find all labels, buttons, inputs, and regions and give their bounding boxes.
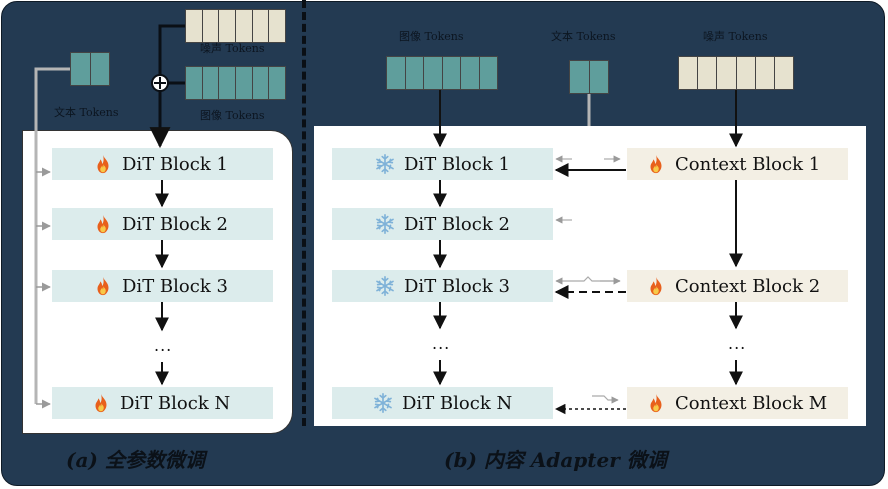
dit-block-b-n: DiT Block N bbox=[332, 387, 553, 419]
image-tokens-a bbox=[185, 66, 286, 100]
panel-divider bbox=[302, 0, 306, 426]
token-cell bbox=[424, 57, 443, 89]
context-block-label: Context Block 2 bbox=[675, 275, 821, 297]
image-tokens-b bbox=[386, 56, 498, 90]
noise-tokens-b bbox=[678, 56, 794, 90]
image-tokens-b-label: 图像 Tokens bbox=[399, 30, 464, 43]
dit-block-a-1: DiT Block 1 bbox=[52, 148, 273, 180]
caption-a: (a) 全参数微调 bbox=[66, 448, 205, 472]
token-cell bbox=[219, 10, 237, 42]
text-hint-m bbox=[592, 395, 619, 404]
token-cell bbox=[236, 67, 253, 99]
token-cell bbox=[570, 61, 590, 93]
token-cell bbox=[756, 57, 775, 89]
noise-tokens-a bbox=[185, 9, 286, 43]
token-cell bbox=[406, 57, 424, 89]
snowflake-icon bbox=[372, 392, 394, 414]
context-block-1: Context Block 1 bbox=[627, 148, 848, 180]
text-tokens-a bbox=[70, 52, 110, 86]
dit-block-b-1: DiT Block 1 bbox=[332, 148, 553, 180]
noise-to-merge-line bbox=[158, 24, 185, 76]
text-tokens-b bbox=[569, 60, 609, 94]
dit-block-label: DiT Block 2 bbox=[122, 213, 228, 235]
token-cell bbox=[387, 57, 406, 89]
token-cell bbox=[71, 53, 91, 85]
dit-block-a-2: DiT Block 2 bbox=[52, 208, 273, 240]
caption-b: (b) 内容 Adapter 微调 bbox=[444, 448, 667, 472]
fire-icon bbox=[645, 153, 667, 175]
dit-block-label: DiT Block 1 bbox=[404, 153, 510, 175]
context-block-label: Context Block M bbox=[675, 392, 828, 414]
text-tokens-b-label: 文本 Tokens bbox=[551, 30, 616, 43]
ellipsis-b-dit: ... bbox=[432, 334, 451, 353]
dit-block-label: DiT Block N bbox=[120, 392, 231, 414]
ellipsis-a: ... bbox=[154, 336, 173, 355]
context-block-2: Context Block 2 bbox=[627, 270, 848, 302]
token-cell bbox=[461, 57, 480, 89]
noise-tokens-a-label: 噪声 Tokens bbox=[200, 42, 265, 55]
dit-block-b-3: DiT Block 3 bbox=[332, 270, 553, 302]
token-cell bbox=[186, 10, 203, 42]
token-cell bbox=[253, 67, 270, 99]
fire-icon bbox=[645, 392, 667, 414]
snowflake-icon bbox=[374, 275, 396, 297]
token-cell bbox=[236, 10, 253, 42]
noise-tokens-b-label: 噪声 Tokens bbox=[703, 30, 768, 43]
token-cell bbox=[737, 57, 756, 89]
snowflake-icon bbox=[374, 153, 396, 175]
ellipsis-b-ctx: ... bbox=[728, 334, 747, 353]
fire-icon bbox=[92, 213, 114, 235]
dit-block-label: DiT Block 2 bbox=[404, 213, 510, 235]
fire-icon bbox=[92, 275, 114, 297]
fire-icon bbox=[92, 153, 114, 175]
context-block-label: Context Block 1 bbox=[675, 153, 821, 175]
token-cell bbox=[443, 57, 461, 89]
dit-block-label: DiT Block 3 bbox=[404, 275, 510, 297]
token-cell bbox=[186, 67, 203, 99]
context-block-m: Context Block M bbox=[627, 387, 848, 419]
dit-block-label: DiT Block 3 bbox=[122, 275, 228, 297]
dit-block-a-n: DiT Block N bbox=[52, 387, 273, 419]
token-cell bbox=[717, 57, 737, 89]
fire-icon bbox=[645, 275, 667, 297]
dit-block-label: DiT Block 1 bbox=[122, 153, 228, 175]
token-cell bbox=[698, 57, 718, 89]
token-cell bbox=[219, 67, 237, 99]
text-tokens-a-label: 文本 Tokens bbox=[54, 106, 119, 119]
token-cell bbox=[679, 57, 699, 89]
snowflake-icon bbox=[374, 213, 396, 235]
dit-block-b-2: DiT Block 2 bbox=[332, 208, 553, 240]
image-tokens-a-label: 图像 Tokens bbox=[200, 109, 265, 122]
dit-block-label: DiT Block N bbox=[402, 392, 513, 414]
dit-block-a-3: DiT Block 3 bbox=[52, 270, 273, 302]
text-side-channel-a bbox=[34, 67, 70, 404]
token-cell bbox=[203, 67, 220, 99]
token-cell bbox=[203, 10, 220, 42]
token-cell bbox=[253, 10, 270, 42]
fire-icon bbox=[90, 392, 112, 414]
